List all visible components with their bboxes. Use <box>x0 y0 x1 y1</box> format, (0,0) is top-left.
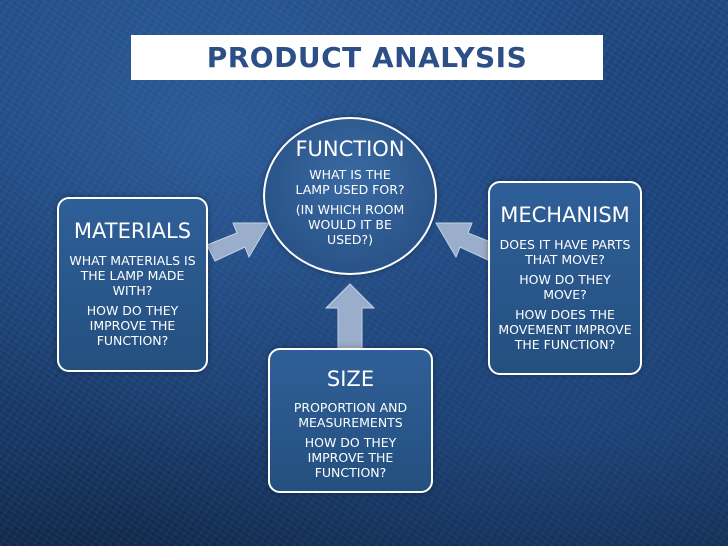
size-heading: SIZE <box>326 367 375 391</box>
function-line: WHAT IS THE <box>309 167 391 182</box>
materials-line: THE LAMP MADE <box>80 268 185 283</box>
mechanism-line: HOW DO THEY <box>519 272 611 287</box>
materials-node: MATERIALS WHAT MATERIALS IS THE LAMP MAD… <box>57 197 208 372</box>
function-line: (IN WHICH ROOM <box>295 202 405 217</box>
materials-line: WHAT MATERIALS IS <box>69 253 196 268</box>
materials-heading: MATERIALS <box>73 219 192 243</box>
materials-line: FUNCTION? <box>96 333 169 348</box>
materials-line: WITH? <box>112 283 153 298</box>
materials-line: HOW DO THEY <box>86 303 179 318</box>
arrow-size-to-function <box>324 283 376 349</box>
arrow-materials-to-function <box>206 222 270 262</box>
function-line: LAMP USED FOR? <box>295 182 405 197</box>
mechanism-line: MOVEMENT IMPROVE <box>498 322 632 337</box>
size-line: MEASUREMENTS <box>298 415 403 430</box>
mechanism-line: THAT MOVE? <box>525 252 605 267</box>
arrow-mechanism-to-function <box>435 222 499 262</box>
size-line: IMPROVE THE <box>307 450 394 465</box>
size-line: PROPORTION AND <box>293 400 408 415</box>
mechanism-line: HOW DOES THE <box>515 307 615 322</box>
mechanism-heading: MECHANISM <box>500 203 630 227</box>
materials-line: IMPROVE THE <box>89 318 176 333</box>
mechanism-line: MOVE? <box>543 287 587 302</box>
function-line: WOULD IT BE <box>308 217 392 232</box>
page-title: PRODUCT ANALYSIS <box>206 41 528 74</box>
size-node: SIZE PROPORTION AND MEASUREMENTS HOW DO … <box>268 348 433 493</box>
mechanism-node: MECHANISM DOES IT HAVE PARTS THAT MOVE? … <box>488 181 642 375</box>
mechanism-line: THE FUNCTION? <box>514 337 616 352</box>
function-heading: FUNCTION <box>295 137 405 161</box>
title-banner: PRODUCT ANALYSIS <box>131 35 603 80</box>
size-line: FUNCTION? <box>314 465 387 480</box>
mechanism-line: DOES IT HAVE PARTS <box>499 237 631 252</box>
size-line: HOW DO THEY <box>304 435 397 450</box>
function-line: USED?) <box>326 232 374 247</box>
function-node: FUNCTION WHAT IS THE LAMP USED FOR? (IN … <box>263 117 437 275</box>
